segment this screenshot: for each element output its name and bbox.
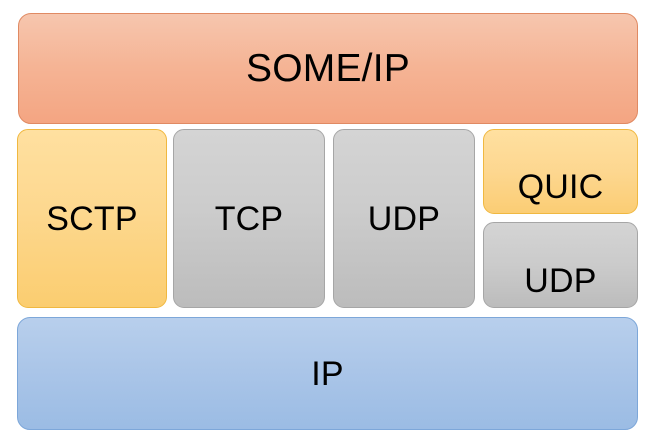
layer-label-udp-middle: UDP <box>367 199 441 238</box>
layer-label-ip: IP <box>311 354 344 393</box>
layer-label-tcp: TCP <box>214 199 284 238</box>
layer-label-quic: QUIC <box>517 168 604 206</box>
layer-box-sctp[interactable]: SCTP <box>17 129 167 308</box>
layer-box-someip[interactable]: SOME/IP <box>18 13 638 124</box>
layer-label-sctp: SCTP <box>46 199 138 238</box>
layer-box-udp-right[interactable]: UDP <box>483 222 638 308</box>
layer-box-quic[interactable]: QUIC <box>483 129 638 214</box>
layer-label-someip: SOME/IP <box>246 47 410 90</box>
layer-label-udp-right: UDP <box>524 262 597 300</box>
layer-box-udp-middle[interactable]: UDP <box>333 129 475 308</box>
layer-box-ip[interactable]: IP <box>17 317 638 430</box>
layer-box-tcp[interactable]: TCP <box>173 129 325 308</box>
